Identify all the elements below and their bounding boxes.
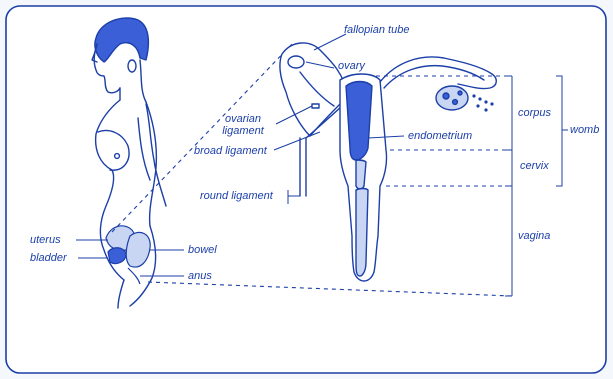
label-broad-ligament: broad ligament [194, 145, 267, 157]
left-ovary [288, 56, 304, 68]
label-corpus: corpus [518, 107, 551, 119]
label-round-ligament: round ligament [200, 190, 273, 202]
label-womb: womb [570, 124, 599, 136]
label-fallopian-tube: fallopian tube [344, 24, 409, 36]
label-ovarian-ligament: ovarian ligament [214, 113, 272, 137]
label-uterus: uterus [30, 234, 61, 246]
vaginal-canal [356, 189, 368, 277]
label-vagina: vagina [518, 230, 550, 242]
label-anus: anus [188, 270, 212, 282]
label-bladder: bladder [30, 252, 67, 264]
label-cervix: cervix [520, 160, 549, 172]
bladder-small [108, 248, 126, 264]
ligament-tab [312, 104, 319, 108]
label-endometrium: endometrium [408, 130, 472, 142]
right-ovary [436, 86, 468, 110]
label-ovary: ovary [338, 60, 365, 72]
cervical-canal [356, 160, 366, 189]
label-bowel: bowel [188, 244, 217, 256]
endometrium-fill [346, 82, 372, 161]
